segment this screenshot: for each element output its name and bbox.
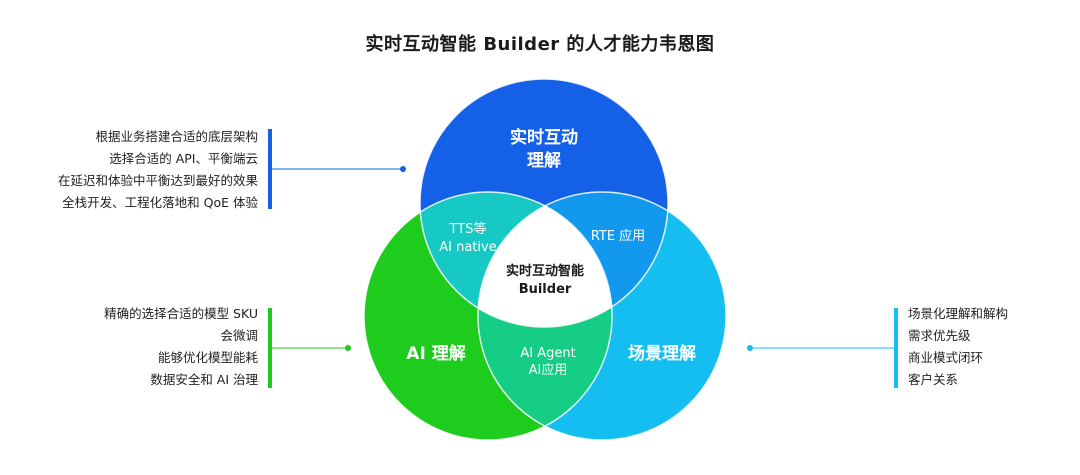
- label-top-left-line2: AI native: [439, 240, 496, 255]
- annotation-left-item: 能够优化模型能耗: [157, 350, 258, 365]
- label-center-line1: 实时互动智能: [506, 263, 584, 279]
- annotation-right-item: 需求优先级: [908, 328, 971, 343]
- annotation-bar-top: [268, 129, 272, 209]
- annotation-top-item: 全栈开发、工程化落地和 QoE 体验: [62, 195, 258, 210]
- label-left: AI 理解: [406, 343, 465, 364]
- label-top-line1: 实时互动: [510, 127, 578, 148]
- connector-dot-top: [400, 166, 406, 172]
- annotation-top-item: 根据业务搭建合适的底层架构: [95, 129, 258, 144]
- annotation-bar-left: [268, 308, 272, 388]
- annotation-right-item: 场景化理解和解构: [908, 306, 1009, 321]
- annotation-right-item: 客户关系: [908, 372, 959, 387]
- label-top-line2: 理解: [527, 150, 561, 171]
- diagram-title: 实时互动智能 Builder 的人才能力韦恩图: [365, 34, 715, 55]
- annotation-top-item: 选择合适的 API、平衡端云: [109, 151, 258, 166]
- connector-dot-right: [747, 345, 753, 351]
- annotation-left-item: 数据安全和 AI 治理: [150, 372, 258, 387]
- label-right: 场景理解: [628, 343, 696, 364]
- annotation-bar-right: [894, 308, 898, 388]
- label-left-right-line2: AI应用: [529, 362, 568, 378]
- annotation-list-top: 根据业务搭建合适的底层架构 选择合适的 API、平衡端云 在延迟和体验中平衡达到…: [58, 126, 258, 214]
- annotation-list-right: 场景化理解和解构 需求优先级 商业模式闭环 客户关系: [908, 303, 1008, 391]
- annotation-left-item: 精确的选择合适的模型 SKU: [104, 306, 258, 321]
- annotation-left-item: 会微调: [220, 328, 258, 343]
- annotation-top-item: 在延迟和体验中平衡达到最好的效果: [57, 173, 258, 188]
- label-top-left-line1: TTS等: [449, 221, 487, 237]
- label-top-right: RTE 应用: [591, 228, 645, 244]
- connector-dot-left: [345, 345, 351, 351]
- annotation-list-left: 精确的选择合适的模型 SKU 会微调 能够优化模型能耗 数据安全和 AI 治理: [104, 303, 258, 391]
- label-center-line2: Builder: [519, 282, 572, 297]
- label-left-right-line1: AI Agent: [520, 346, 575, 361]
- annotation-right-item: 商业模式闭环: [908, 350, 984, 365]
